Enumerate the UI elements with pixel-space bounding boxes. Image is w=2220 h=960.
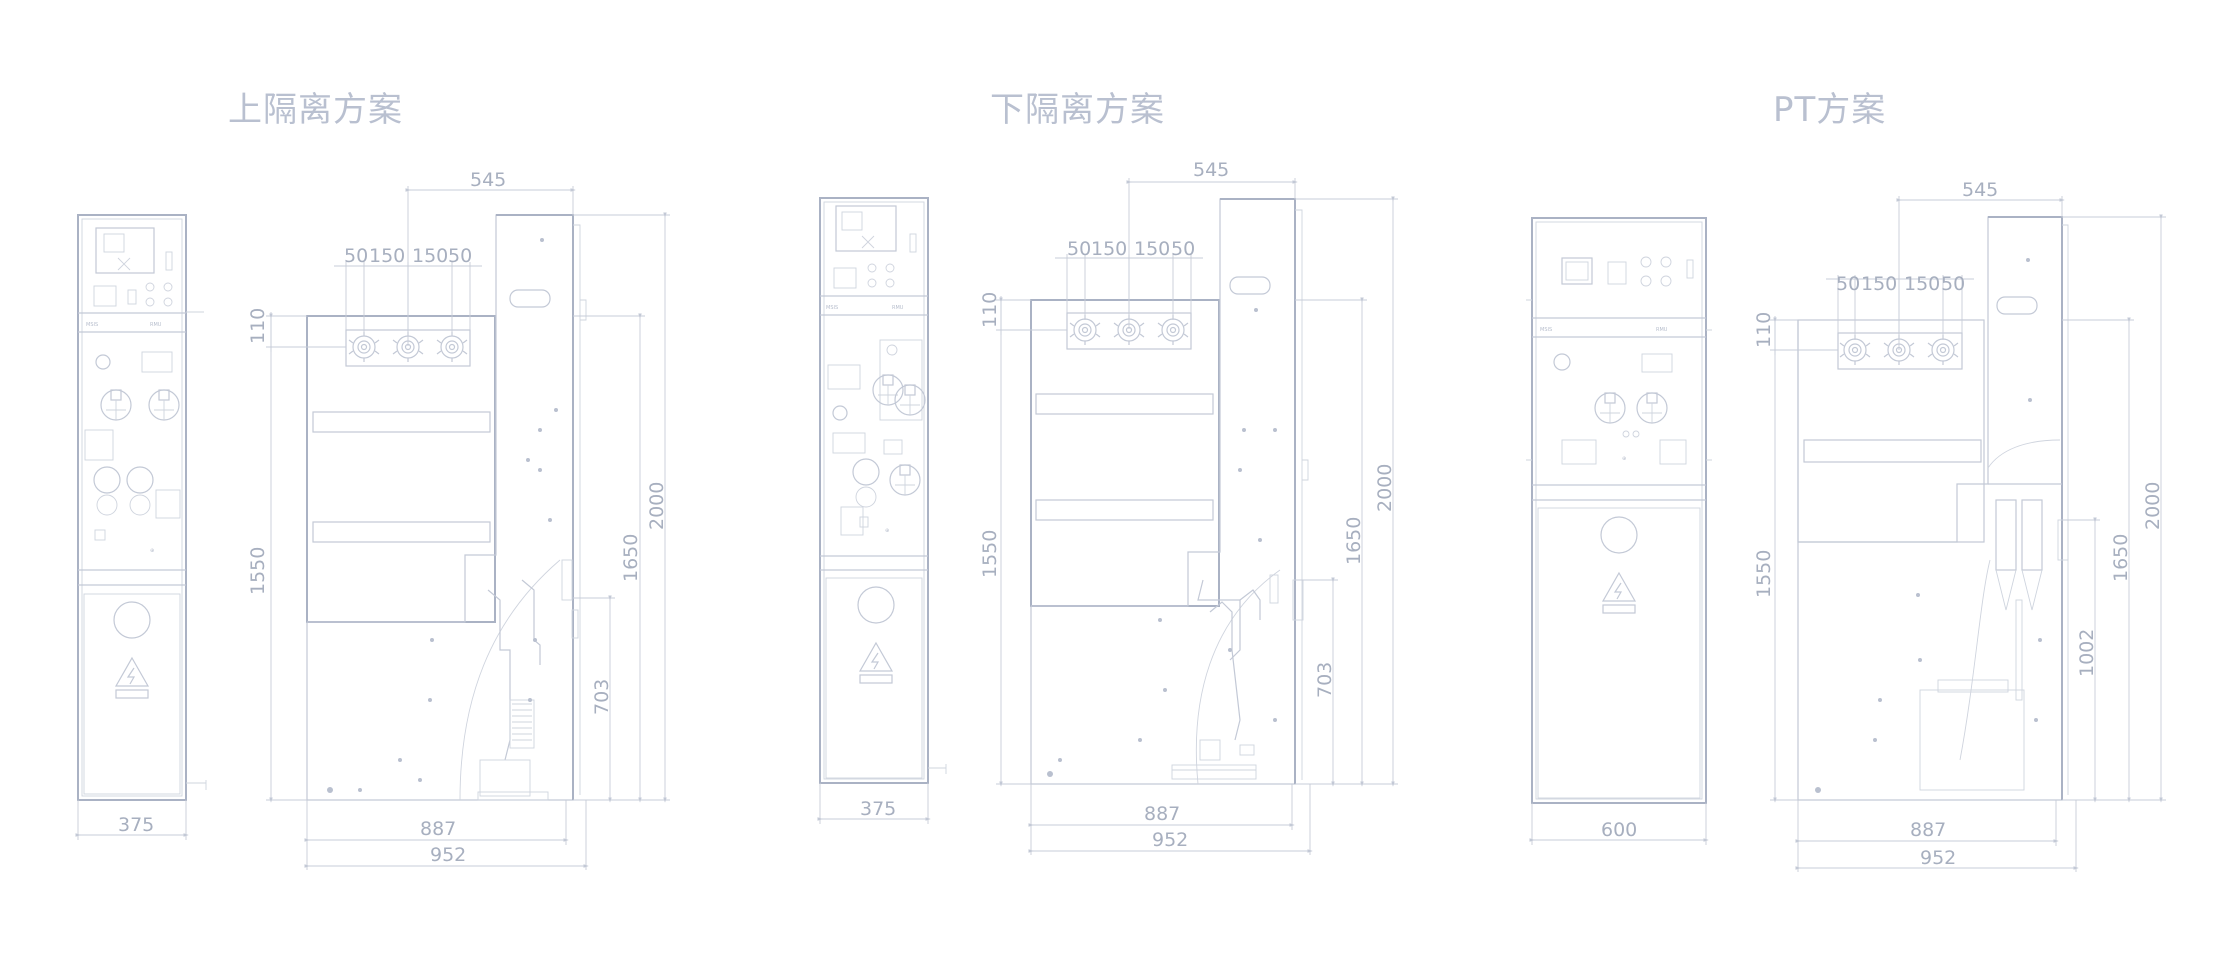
side-view-upper: 545 50 150 150 50 110 1550 1650 2000 [247, 169, 670, 870]
panel-lower-isolation: MSIS RMU ⊕ 375 [817, 159, 1398, 855]
dim-1002-pt: 1002 [2076, 629, 2098, 677]
dim-887-pt: 887 [1910, 819, 1946, 841]
svg-text:MSIS: MSIS [86, 322, 98, 328]
dim-1650-lower: 1650 [1343, 517, 1365, 565]
dim-2000-lower: 2000 [1374, 464, 1396, 512]
panel-pt-scheme: MSIS RMU ⊕ 600 [1526, 179, 2166, 872]
dim-2000-upper: 2000 [646, 482, 668, 530]
dim-1550-upper: 1550 [247, 547, 269, 595]
side-view-pt: 545 50 150 150 50 110 1550 1650 2000 100… [1753, 179, 2166, 872]
dim-1550-pt: 1550 [1753, 550, 1775, 598]
dim-1650-pt: 1650 [2110, 534, 2132, 582]
dim-50-left-lower: 50 [1067, 238, 1091, 260]
front-view-upper: MSIS RMU ⊕ 375 [75, 214, 207, 840]
dim-545-lower: 545 [1193, 159, 1229, 181]
panel-upper-isolation: MSIS RMU ⊕ 375 [75, 169, 670, 870]
svg-text:⊕: ⊕ [885, 528, 889, 534]
dim-110-lower: 110 [979, 292, 1001, 328]
dim-50-left-upper: 50 [344, 245, 368, 267]
dim-1650-upper: 1650 [620, 534, 642, 582]
svg-text:RMU: RMU [892, 305, 904, 311]
dim-50-right-upper: 50 [448, 245, 472, 267]
dim-width-375-lower: 375 [860, 798, 896, 820]
dim-1550-lower: 1550 [979, 530, 1001, 578]
dim-50-left-pt: 50 [1836, 273, 1860, 295]
dim-952-lower: 952 [1152, 829, 1188, 851]
dim-545-upper: 545 [470, 169, 506, 191]
svg-text:MSIS: MSIS [1540, 327, 1552, 333]
dim-width-375-upper: 375 [118, 814, 154, 836]
dim-952-upper: 952 [430, 844, 466, 866]
dim-150-left-upper: 150 [369, 245, 405, 267]
dim-952-pt: 952 [1920, 847, 1956, 869]
dim-width-600-pt: 600 [1601, 819, 1637, 841]
dim-150-right-pt: 150 [1904, 273, 1940, 295]
dim-150-left-lower: 150 [1091, 238, 1127, 260]
title-pt-scheme: PT方案 [1773, 90, 1887, 130]
dim-2000-pt: 2000 [2142, 482, 2164, 530]
dim-887-lower: 887 [1144, 803, 1180, 825]
front-view-pt: MSIS RMU ⊕ 600 [1526, 217, 1712, 845]
svg-text:RMU: RMU [150, 322, 162, 328]
dim-150-right-lower: 150 [1134, 238, 1170, 260]
dim-887-upper: 887 [420, 818, 456, 840]
dim-50-right-lower: 50 [1171, 238, 1195, 260]
side-view-lower: 545 50 150 150 50 110 1550 1650 2000 703… [979, 159, 1398, 855]
svg-text:⊕: ⊕ [1622, 456, 1626, 462]
title-upper-isolation: 上隔离方案 [228, 90, 403, 130]
dim-150-left-pt: 150 [1861, 273, 1897, 295]
svg-text:RMU: RMU [1656, 327, 1668, 333]
dim-110-upper: 110 [247, 308, 269, 344]
dim-50-right-pt: 50 [1941, 273, 1965, 295]
dim-545-pt: 545 [1962, 179, 1998, 201]
dim-110-pt: 110 [1753, 312, 1775, 348]
front-view-lower: MSIS RMU ⊕ 375 [817, 197, 947, 824]
title-lower-isolation: 下隔离方案 [990, 90, 1165, 130]
dim-703-upper: 703 [591, 679, 613, 715]
svg-text:MSIS: MSIS [826, 305, 838, 311]
dim-703-lower: 703 [1314, 662, 1336, 698]
svg-text:⊕: ⊕ [150, 548, 154, 554]
dim-150-right-upper: 150 [412, 245, 448, 267]
